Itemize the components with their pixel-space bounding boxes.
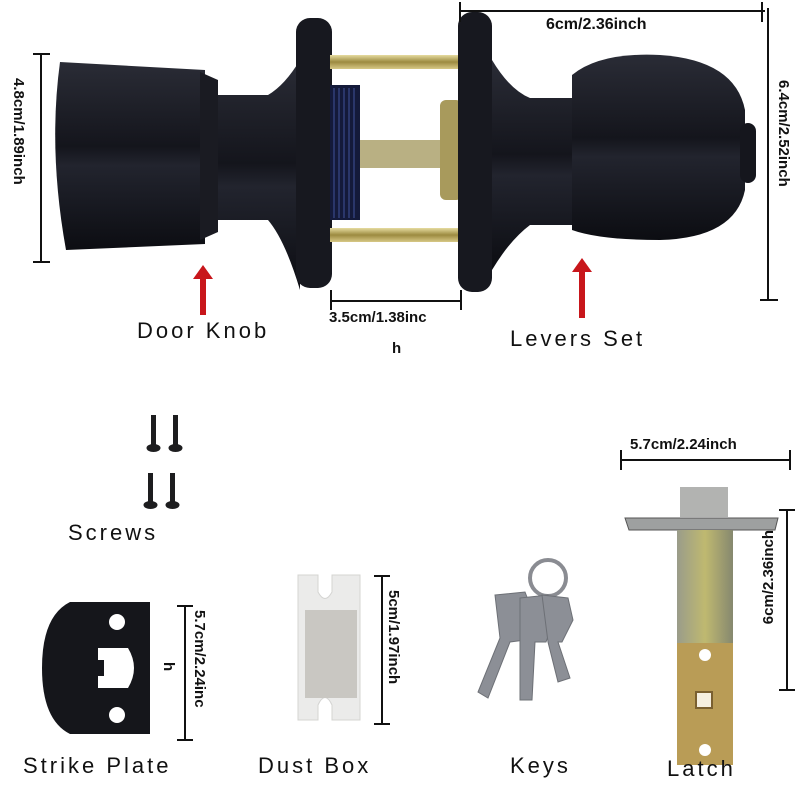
- latch-height-dimension: 6cm/2.36inch: [760, 530, 777, 625]
- keys-label: Keys: [510, 753, 571, 778]
- latch-icon: [620, 450, 795, 765]
- levers-set-height-dimension: 6.4cm/2.52inch: [775, 80, 792, 187]
- spindle-dimension-line1: 3.5cm/1.38inc: [329, 309, 427, 326]
- knob-assembly: 4.8cm/1.89inch 6cm/2.36inch 6.4cm/2.52in…: [0, 0, 800, 370]
- door-knob-arrow-icon: [193, 265, 213, 315]
- levers-set-arrow-icon: [572, 258, 592, 318]
- strike-plate-dimension-line1: 5.7cm/2.24inc: [191, 610, 208, 708]
- levers-set-label: Levers Set: [510, 326, 646, 351]
- strike-plate-dimension-line2: h: [160, 662, 177, 672]
- door-knob-label: Door Knob: [137, 318, 270, 343]
- knob-assembly-illustration: [33, 2, 778, 310]
- strike-plate-icon: [42, 602, 193, 741]
- door-knob-height-dimension: 4.8cm/1.89inch: [10, 78, 27, 185]
- levers-set-length-dimension: 6cm/2.36inch: [546, 16, 647, 33]
- dust-box-component: 5cm/1.97inch Dust Box: [250, 570, 410, 790]
- screws-label: Screws: [68, 520, 159, 545]
- dust-box-dimension: 5cm/1.97inch: [385, 590, 402, 685]
- dust-box-icon: [297, 574, 390, 725]
- keys-icon: [477, 558, 574, 701]
- latch-width-dimension: 5.7cm/2.24inch: [630, 436, 737, 453]
- keys-component: Keys: [470, 550, 600, 790]
- spindle-dimension-line2: h: [392, 340, 402, 357]
- latch-label: Latch: [667, 756, 736, 781]
- strike-plate-label: Strike Plate: [23, 753, 172, 778]
- dust-box-label: Dust Box: [258, 753, 372, 778]
- latch-component: 5.7cm/2.24inch 6cm/2.36inch Latch: [610, 430, 800, 790]
- screws-icon: [143, 415, 183, 509]
- screws-component: Screws: [68, 405, 220, 545]
- strike-plate-component: 5.7cm/2.24inc h Strike Plate: [0, 590, 240, 790]
